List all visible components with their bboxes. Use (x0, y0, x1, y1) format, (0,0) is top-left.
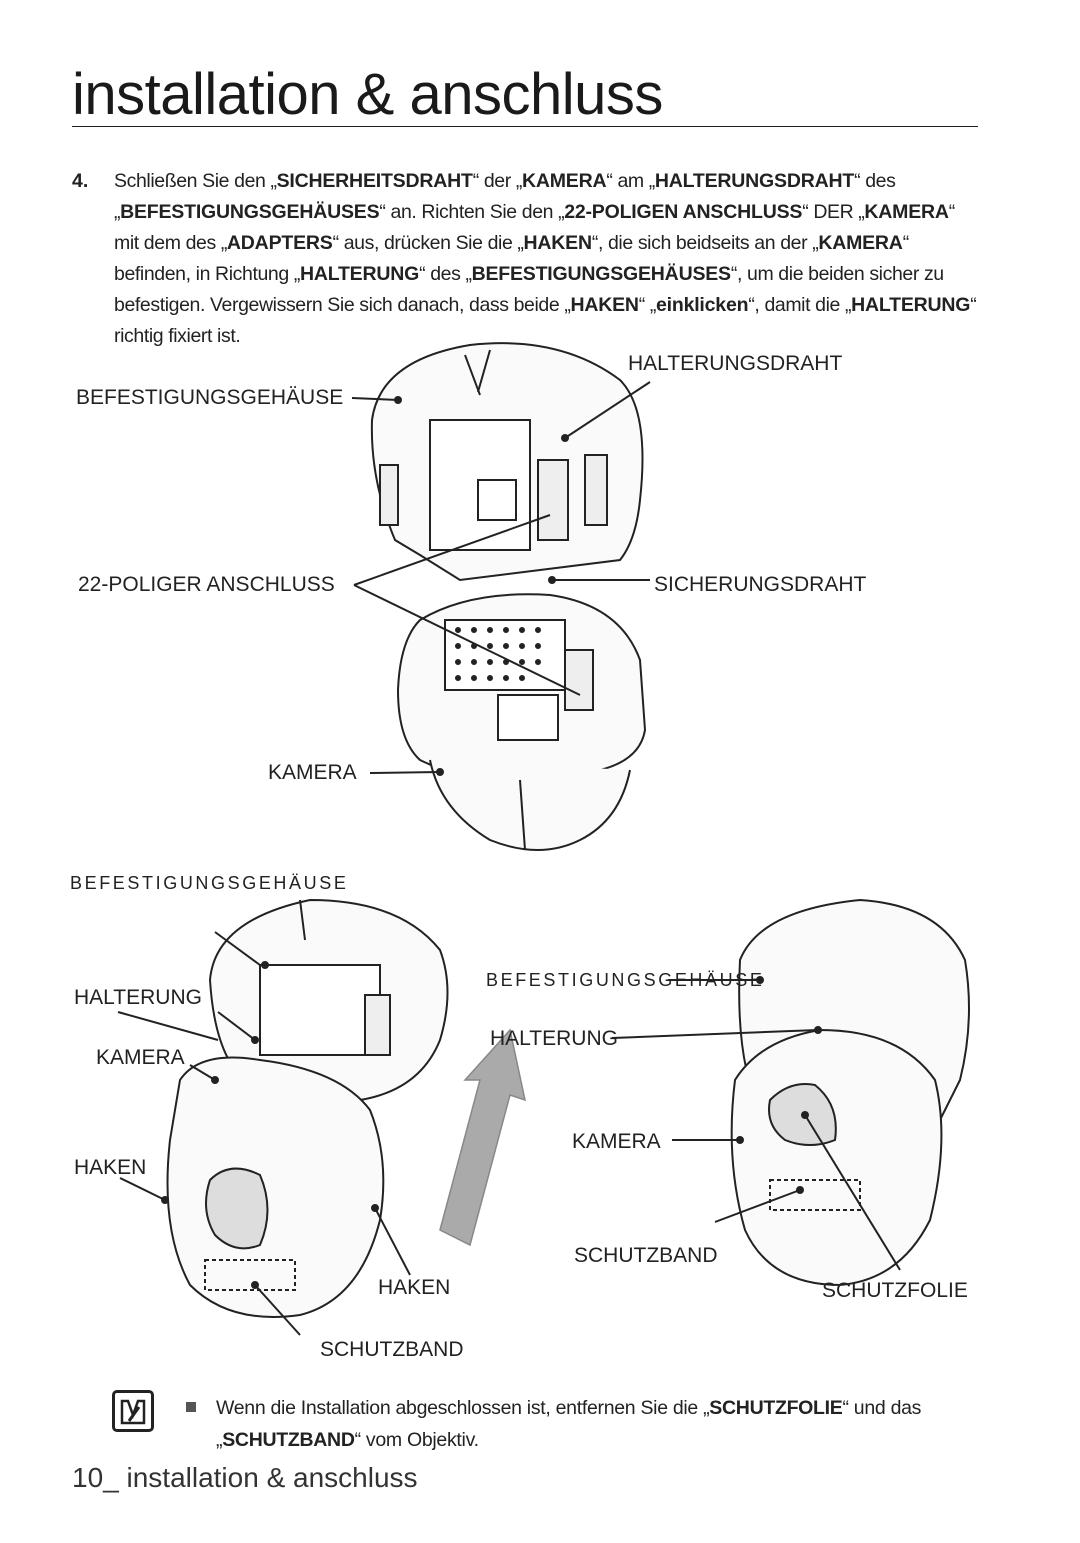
title-underline (72, 126, 978, 127)
step-text-segment: 22-POLIGEN ANSCHLUSS (564, 201, 803, 223)
label-kamera-top: KAMERA (268, 761, 357, 784)
step-text-segment: “ an. Richten Sie den „ (379, 201, 565, 223)
label-befestigungsgehaeuse-right: BEFESTIGUNGSGEHÄUSE (486, 970, 765, 990)
note-text-segment: SCHUTZFOLIE (709, 1397, 843, 1419)
step-text-segment: ADAPTERS (226, 232, 333, 254)
step-text-segment: “ am „ (606, 170, 655, 192)
step-text-segment: KAMERA (864, 201, 949, 223)
note-text-segment: “ vom Objektiv. (354, 1429, 479, 1451)
note-bullet-icon (186, 1402, 196, 1412)
note-text-segment: “ und das „ (216, 1397, 922, 1451)
step-text-segment: “ richtig fixiert ist. (114, 294, 977, 347)
label-halterungsdraht: HALTERUNGSDRAHT (628, 352, 843, 375)
step-text-segment: “ „ (638, 294, 657, 316)
step-text-segment: “, um die beiden sicher zu befestigen. V… (114, 263, 944, 316)
camera-right-dome (730, 1028, 943, 1287)
step-text-segment: “ aus, drücken Sie die „ (332, 232, 524, 254)
housing-top-connector (537, 459, 569, 541)
label-haken-bottom: HAKEN (378, 1276, 451, 1299)
note-text-segment: Wenn die Installation abgeschlossen ist,… (216, 1397, 710, 1419)
label-22-poliger-anschluss: 22-POLIGER ANSCHLUSS (78, 573, 335, 596)
note-text-segment: SCHUTZBAND (222, 1429, 355, 1451)
step-text-segment: KAMERA (521, 170, 607, 192)
label-schutzband-left: SCHUTZBAND (320, 1338, 464, 1361)
note-box: Wenn die Installation abgeschlossen ist,… (112, 1390, 992, 1470)
step-text-segment: HALTERUNG (299, 263, 420, 285)
page-footer: 10_ installation & anschluss (72, 1462, 418, 1493)
step-text-segment: KAMERA (818, 232, 903, 254)
step-text-segment: HALTERUNGSDRAHT (654, 170, 855, 192)
label-sicherungsdraht: SICHERUNGSDRAHT (654, 573, 867, 596)
label-befestigungsgehaeuse-top: BEFESTIGUNGSGEHÄUSE (76, 386, 344, 409)
label-kamera-right: KAMERA (572, 1130, 661, 1153)
label-kamera-left: KAMERA (96, 1046, 185, 1069)
step-text: Schließen Sie den „SICHERHEITSDRAHT“ der… (114, 166, 982, 352)
direction-arrow (439, 1028, 527, 1247)
step-text-segment: HALTERUNG (851, 294, 971, 316)
step-number: 4. (72, 170, 89, 192)
label-schutzfolie: SCHUTZFOLIE (822, 1279, 968, 1302)
step-text-segment: “, damit die „ (748, 294, 852, 316)
label-haken-left: HAKEN (74, 1156, 147, 1179)
camera-left-dome (166, 1056, 385, 1318)
step-text-segment: SICHERHEITSDRAHT (276, 170, 473, 192)
step-text-segment: “ der „ (472, 170, 523, 192)
page-title: installation & anschluss (72, 62, 663, 127)
step-text-segment: “ des „ (114, 170, 896, 223)
step-text-segment: “ DER „ (802, 201, 865, 223)
label-befestigungsgehaeuse-left: BEFESTIGUNGSGEHÄUSE (70, 873, 349, 893)
step-text-segment: “ des „ (419, 263, 472, 285)
step-text-segment: “, die sich beidseits an der „ (591, 232, 819, 254)
label-halterung-right: HALTERUNG (490, 1027, 618, 1050)
label-halterung-left: HALTERUNG (74, 986, 202, 1009)
note-text: Wenn die Installation abgeschlossen ist,… (216, 1392, 986, 1456)
instruction-step: 4. Schließen Sie den „SICHERHEITSDRAHT“ … (72, 166, 982, 352)
camera-dome-mid (429, 759, 631, 851)
camera-illustration (117, 342, 970, 1336)
step-text-segment: BEFESTIGUNGSGEHÄUSES (471, 263, 731, 285)
step-text-segment: “ befinden, in Richtung „ (114, 232, 909, 285)
step-text-segment: HAKEN (570, 294, 639, 316)
step-text-segment: einklicken (656, 294, 749, 316)
installation-figure: BEFESTIGUNGSGEHÄUSE HALTERUNGSDRAHT 22-P… (0, 340, 1080, 1380)
step-text-segment: HAKEN (523, 232, 593, 254)
note-icon (112, 1390, 154, 1432)
step-text-segment: BEFESTIGUNGSGEHÄUSES (120, 201, 380, 223)
step-text-segment: “ mit dem des „ (114, 201, 955, 254)
label-schutzband-right: SCHUTZBAND (574, 1244, 718, 1267)
step-text-segment: Schließen Sie den „ (114, 170, 277, 192)
